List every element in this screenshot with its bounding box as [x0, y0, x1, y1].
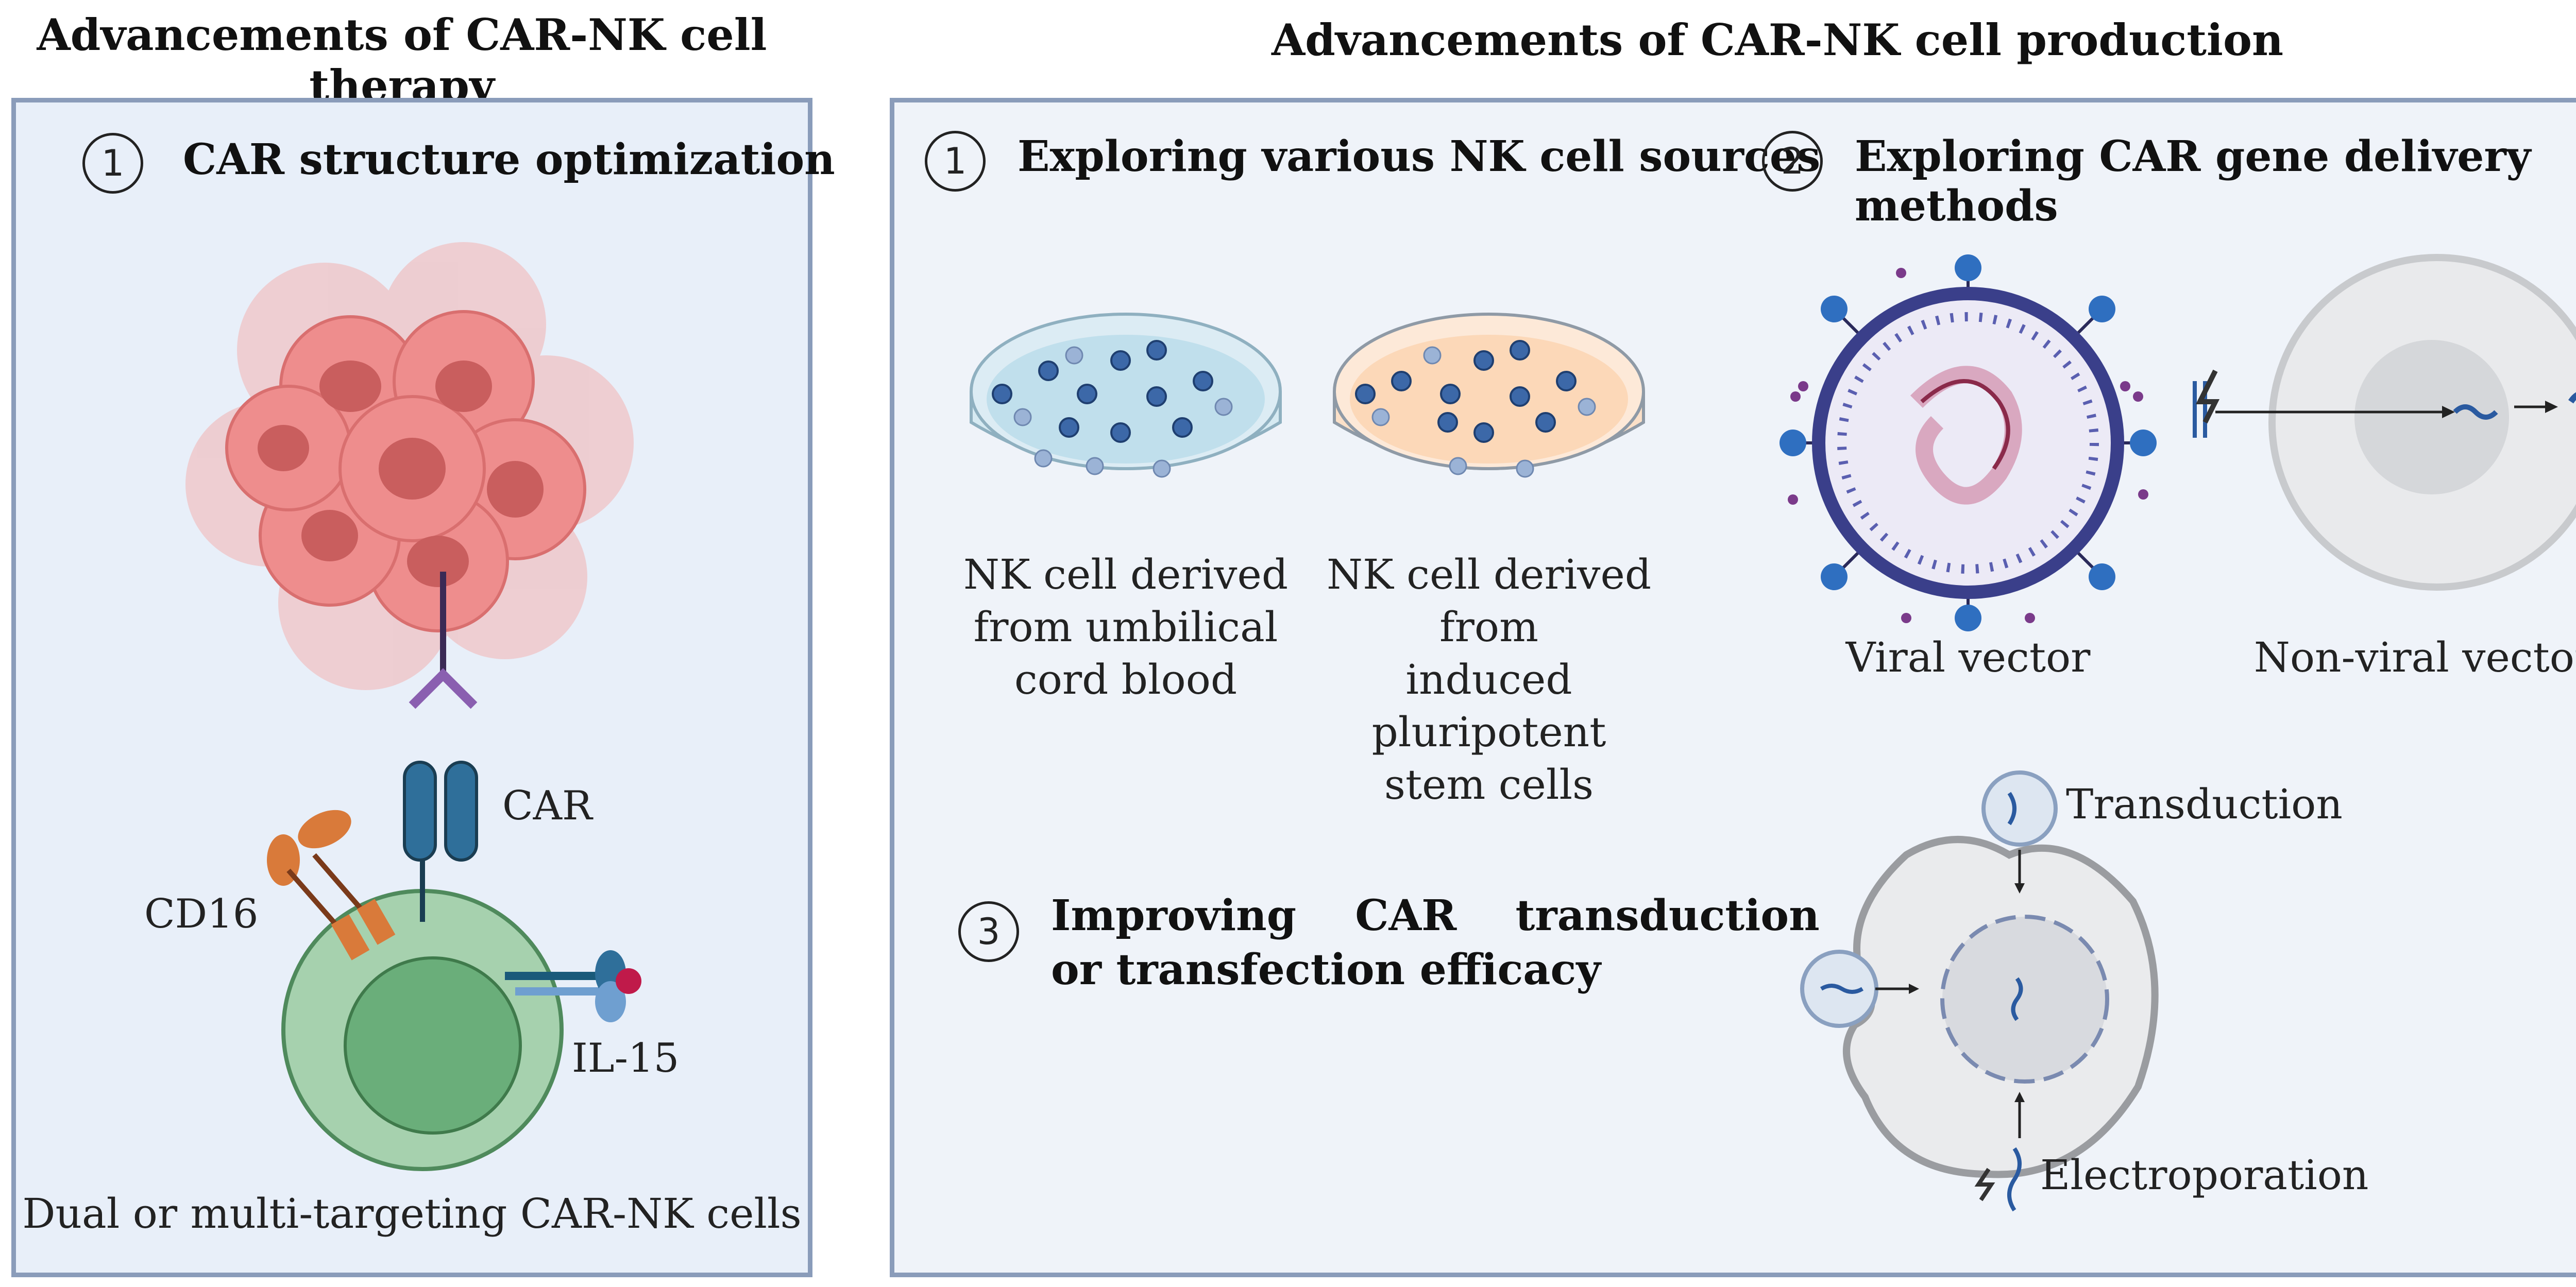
non-viral-vector-icon [2193, 254, 2576, 591]
cd16-label: CD16 [144, 891, 259, 937]
dish2-caption-line: induced pluripotent [1371, 656, 1606, 756]
section3-title-line2: or transfection efficacy [1051, 945, 1601, 994]
section3-title-line1: Improving CAR transduction [1051, 891, 1820, 940]
left-section-title: CAR structure optimization [183, 135, 835, 184]
left-panel-caption: Dual or multi-targeting CAR-NK cells [22, 1190, 802, 1238]
section-number-badge: 1 [82, 133, 143, 194]
petri-dish-cord-blood-icon [970, 313, 1282, 478]
section-number-badge: 1 [925, 131, 986, 192]
cd16-receptor-icon [267, 810, 396, 960]
viral-vector-icon [1780, 254, 2157, 631]
il15-label: IL-15 [572, 1035, 680, 1082]
right-panel [890, 98, 2576, 1277]
electroporation-label: Electroporation [2040, 1151, 2369, 1199]
section-number-badge: 3 [958, 901, 1019, 962]
dish2-caption: NK cell derived from induced pluripotent… [1288, 548, 1690, 811]
antigen-receptor-icon [409, 572, 478, 709]
dish2-caption-line: stem cells [1384, 761, 1594, 809]
dish1-caption-line: cord blood [1014, 656, 1238, 703]
non-viral-vector-label: Non-viral vector [2253, 633, 2576, 681]
transduction-label: Transduction [2066, 780, 2343, 828]
section1-title: Exploring various NK cell sources [1018, 132, 1821, 181]
car-receptor-icon [403, 761, 478, 922]
right-panel-title: Advancements of CAR-NK cell production [1271, 14, 2284, 65]
tumor-cell-cluster-illustration [185, 242, 634, 690]
dish1-caption-line: NK cell derived [963, 551, 1289, 598]
left-panel-title: Advancements of CAR-NK cell therapy [37, 9, 767, 111]
viral-vector-label: Viral vector [1845, 633, 2091, 681]
petri-dish-ipsc-icon [1333, 313, 1645, 478]
dish1-caption-line: from umbilical [973, 603, 1278, 651]
section-number-badge: 2 [1762, 131, 1823, 192]
dish2-caption-line: NK cell derived from [1326, 551, 1652, 651]
transfection-cell-illustration [1800, 770, 2159, 1212]
car-label: CAR [502, 783, 592, 829]
il15-receptor-icon [505, 950, 641, 1022]
section2-title: Exploring CAR gene delivery methods [1855, 132, 2531, 231]
dish1-caption: NK cell derived from umbilical cord bloo… [938, 548, 1314, 706]
